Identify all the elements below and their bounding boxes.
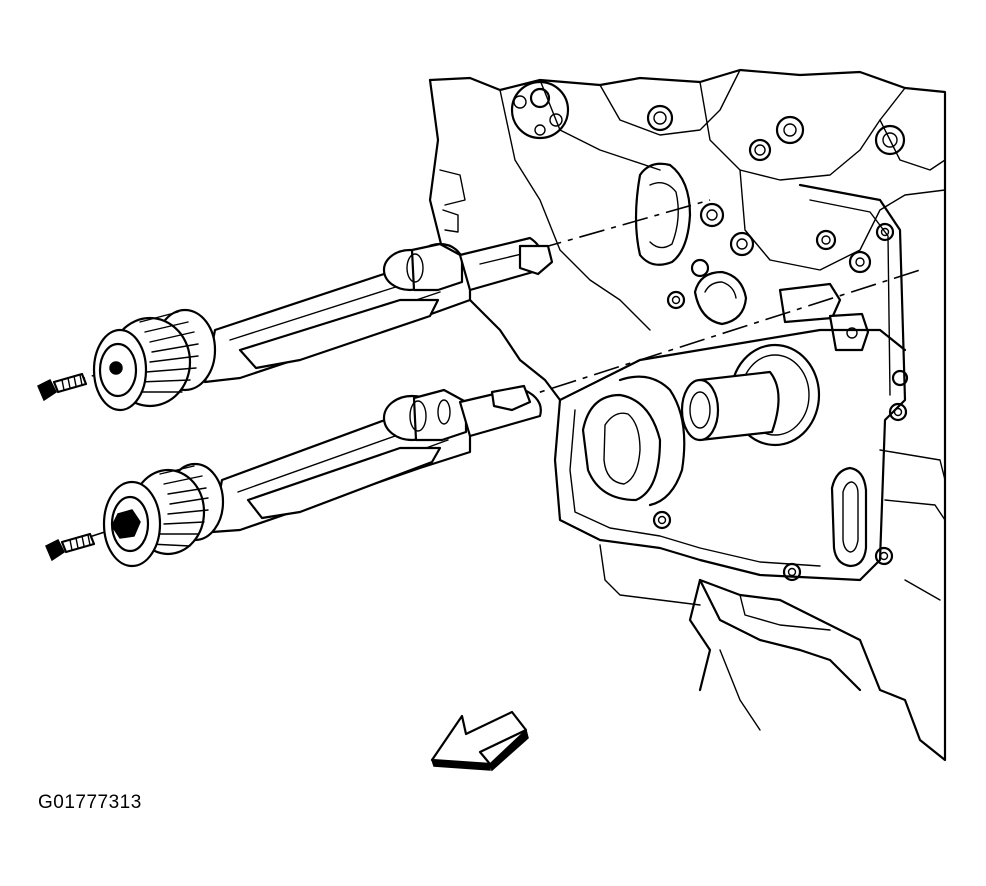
upper-shaft-bolt	[37, 372, 88, 402]
lower-balance-shaft	[102, 384, 542, 568]
lower-shaft-bolt	[45, 532, 96, 562]
engine-block	[428, 68, 947, 762]
upper-balance-shaft	[92, 236, 554, 412]
front-direction-arrow-icon	[430, 710, 529, 772]
figure-id-label: G01777313	[38, 792, 142, 813]
